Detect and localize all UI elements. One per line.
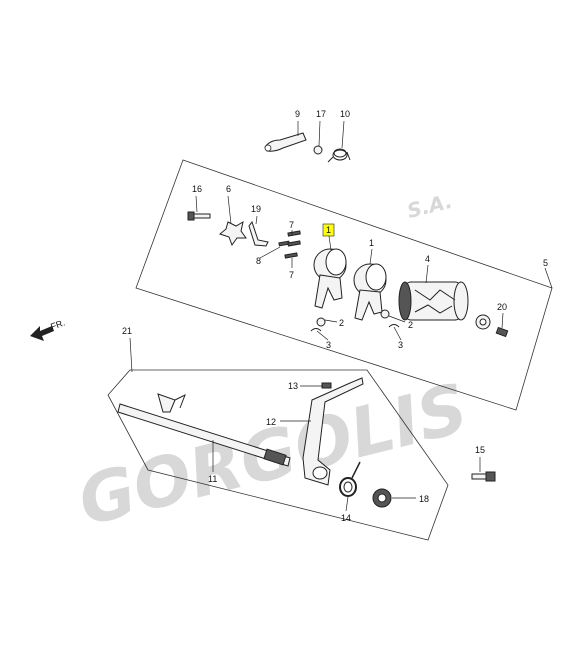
callout-4[interactable]: 4 — [425, 254, 430, 264]
callout-2-right[interactable]: 2 — [408, 320, 413, 330]
callout-9[interactable]: 9 — [295, 109, 300, 119]
callout-labels: 9 17 10 16 6 19 7 8 7 1 1 4 5 2 3 2 3 20… — [122, 109, 548, 523]
callout-3-left[interactable]: 3 — [326, 340, 331, 350]
watermark: GORGOLIS S.A. — [71, 189, 476, 542]
callout-15[interactable]: 15 — [475, 445, 485, 455]
callout-16[interactable]: 16 — [192, 184, 202, 194]
watermark-suffix: S.A. — [405, 189, 455, 223]
callout-8[interactable]: 8 — [256, 256, 261, 266]
screw-part-20 — [495, 326, 509, 338]
clip-part-3-left — [310, 328, 322, 332]
shift-fork-part-1-highlighted — [313, 248, 347, 309]
callout-5[interactable]: 5 — [543, 258, 548, 268]
spring-part-10 — [327, 148, 351, 163]
star-cam-part-6 — [218, 221, 247, 247]
bolt-part-16 — [187, 211, 211, 221]
callout-6[interactable]: 6 — [226, 184, 231, 194]
callout-17[interactable]: 17 — [316, 109, 326, 119]
callout-1-second[interactable]: 1 — [369, 238, 374, 248]
callout-13[interactable]: 13 — [288, 381, 298, 391]
shift-arm-part — [264, 132, 307, 152]
callout-7-lower[interactable]: 7 — [289, 270, 294, 280]
callout-14[interactable]: 14 — [341, 513, 351, 523]
callout-12[interactable]: 12 — [266, 417, 276, 427]
return-spring-part-14 — [339, 461, 361, 497]
shift-lever-part-12 — [302, 377, 364, 486]
callout-1-highlighted[interactable]: 1 — [326, 225, 331, 235]
shift-fork-part-1-second — [353, 263, 387, 321]
callout-11[interactable]: 11 — [208, 474, 217, 484]
pin-part-2-left — [316, 317, 326, 327]
callout-10[interactable]: 10 — [340, 109, 350, 119]
washer-part-17 — [313, 145, 323, 155]
oil-seal-part-18 — [372, 488, 392, 508]
callout-18[interactable]: 18 — [419, 494, 429, 504]
callout-3-right[interactable]: 3 — [398, 340, 403, 350]
upper-assembly-frame — [135, 159, 553, 411]
shift-shaft-part-11 — [117, 393, 291, 467]
direction-label: FR. — [49, 318, 66, 332]
callout-highlight-box — [322, 223, 335, 237]
front-direction-arrow: FR. — [30, 318, 66, 341]
clip-part-3-right — [388, 324, 400, 328]
stopper-plate-part-19 — [248, 220, 269, 247]
callout-19[interactable]: 19 — [251, 204, 261, 214]
bearing-part — [475, 314, 491, 330]
callout-2-left[interactable]: 2 — [339, 318, 344, 328]
callout-7-upper[interactable]: 7 — [289, 220, 294, 230]
lower-assembly-frame — [107, 369, 449, 541]
pins-part-7 — [284, 230, 301, 259]
shift-drum-part-4 — [398, 281, 469, 321]
callout-21[interactable]: 21 — [122, 326, 132, 336]
leader-lines — [129, 120, 553, 512]
bolt-part-15 — [471, 471, 496, 482]
pin-part-13 — [321, 382, 332, 389]
callout-20[interactable]: 20 — [497, 302, 507, 312]
pin-part-2-right — [380, 309, 390, 319]
